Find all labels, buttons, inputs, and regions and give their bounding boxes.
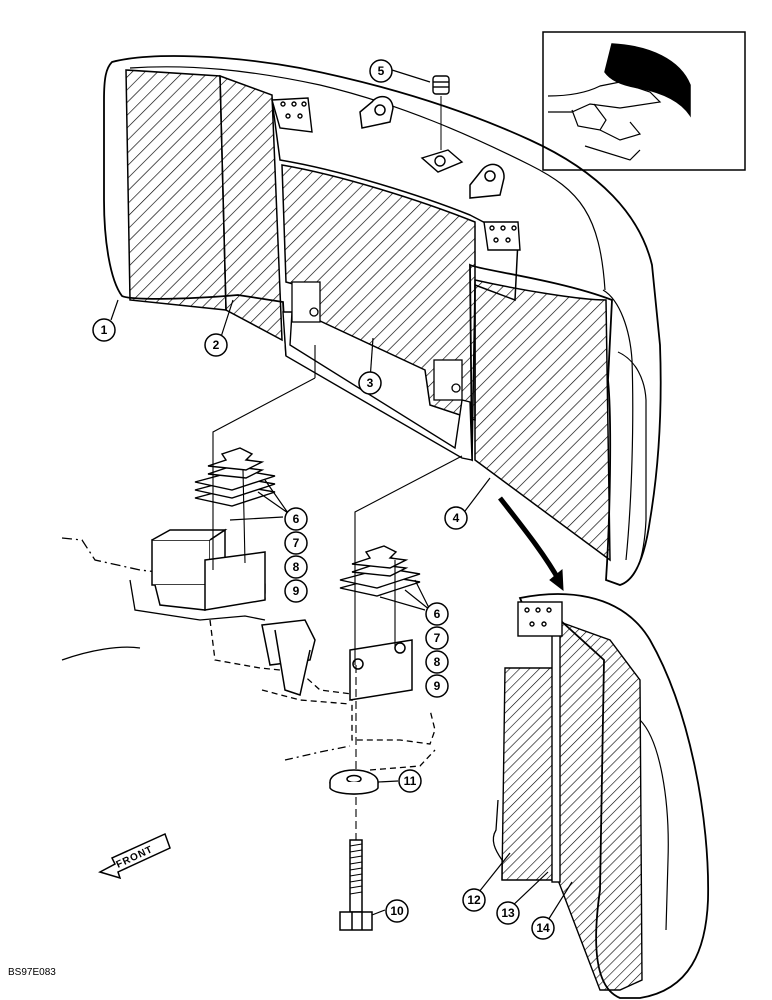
callout-5: 5 — [369, 59, 393, 83]
weight-section-2 — [219, 74, 283, 342]
shim-set-b — [339, 545, 421, 597]
callout-9a: 9 — [284, 579, 308, 603]
weight-section-13 — [551, 619, 561, 883]
svg-text:2: 2 — [213, 338, 220, 352]
weight-section-14 — [557, 621, 643, 991]
inset-detail — [542, 31, 746, 171]
weight-section-4 — [474, 279, 611, 562]
weight-section-3 — [281, 164, 476, 422]
hinge-plate-right — [483, 221, 521, 251]
callout-10: 10 — [385, 899, 409, 923]
svg-text:14: 14 — [536, 921, 550, 935]
figure-code: BS97E083 — [8, 967, 56, 978]
hinge-plate-left — [271, 97, 313, 133]
front-arrow: FRONT — [98, 832, 171, 880]
callout-13: 13 — [496, 901, 520, 925]
weight-section-12 — [501, 667, 556, 881]
detail-arrow — [498, 496, 563, 584]
svg-text:5: 5 — [378, 64, 385, 78]
svg-text:6: 6 — [434, 607, 441, 621]
rail-bracket-left — [291, 281, 321, 323]
callout-6b: 6 — [425, 602, 449, 626]
callout-14: 14 — [531, 916, 555, 940]
svg-text:3: 3 — [367, 376, 374, 390]
svg-text:8: 8 — [293, 560, 300, 574]
svg-text:10: 10 — [390, 904, 404, 918]
plug-5 — [432, 75, 450, 150]
callout-4: 4 — [444, 506, 468, 530]
callout-1: 1 — [92, 318, 116, 342]
weight-section-1 — [125, 69, 227, 311]
callout-6a: 6 — [284, 507, 308, 531]
callout-8a: 8 — [284, 555, 308, 579]
svg-text:13: 13 — [501, 906, 515, 920]
callout-3: 3 — [358, 371, 382, 395]
rail-bracket-right — [433, 359, 463, 401]
bottom-rail — [282, 311, 473, 461]
bolt-10 — [339, 839, 373, 931]
callout-12: 12 — [462, 888, 486, 912]
svg-text:9: 9 — [293, 584, 300, 598]
svg-text:11: 11 — [404, 774, 417, 788]
callout-11: 11 — [398, 769, 422, 793]
callout-2: 2 — [204, 333, 228, 357]
callout-9b: 9 — [425, 674, 449, 698]
frame-block-left — [151, 528, 266, 611]
svg-text:12: 12 — [467, 893, 481, 907]
detail-hinge-plate — [517, 601, 563, 637]
svg-text:1: 1 — [101, 323, 108, 337]
washer-11 — [329, 769, 379, 795]
svg-text:8: 8 — [434, 655, 441, 669]
svg-text:9: 9 — [434, 679, 441, 693]
callout-7b: 7 — [425, 626, 449, 650]
leader-lines — [212, 345, 463, 860]
lifting-eye-right — [469, 163, 505, 199]
svg-text:7: 7 — [434, 631, 441, 645]
plug-seat — [420, 149, 464, 173]
callout-8b: 8 — [425, 650, 449, 674]
svg-text:4: 4 — [453, 511, 460, 525]
callouts — [110, 69, 573, 926]
shim-set-a — [194, 447, 276, 507]
counterweight-assembly — [103, 55, 662, 586]
svg-text:6: 6 — [293, 512, 300, 526]
lifting-eye-left — [359, 95, 394, 129]
frame-block-right — [261, 619, 413, 701]
svg-text:7: 7 — [293, 536, 300, 550]
callout-7a: 7 — [284, 531, 308, 555]
